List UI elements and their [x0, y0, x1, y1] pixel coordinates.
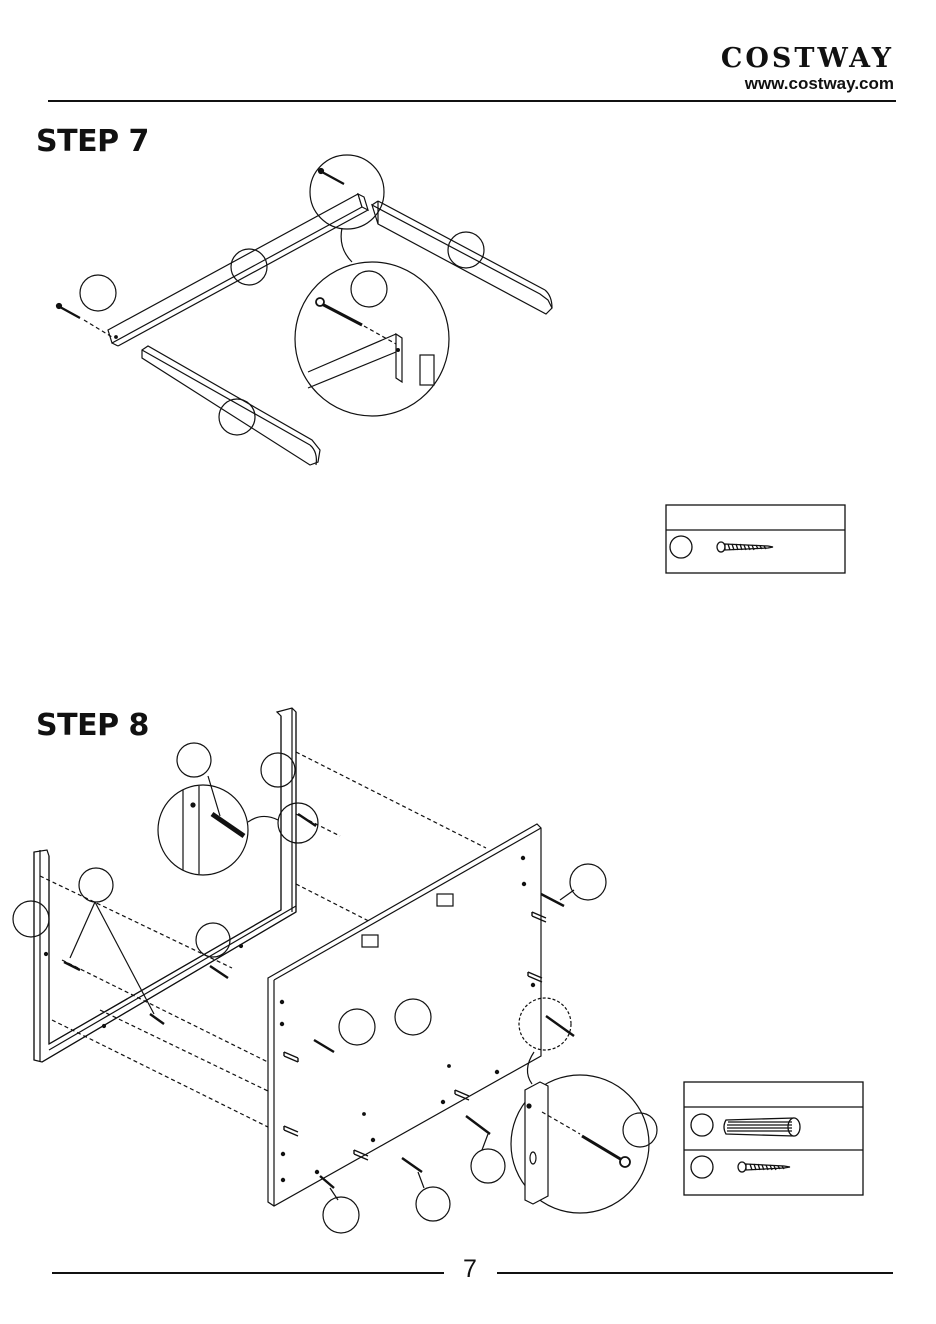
wooden-dowel-icon [724, 1118, 800, 1136]
page-number: 7 [446, 1255, 494, 1284]
screw-icon [738, 1162, 790, 1172]
footer-divider-right [497, 1272, 893, 1274]
part-callout [691, 1114, 713, 1136]
part-callout [691, 1156, 713, 1178]
footer-divider-left [52, 1272, 444, 1274]
